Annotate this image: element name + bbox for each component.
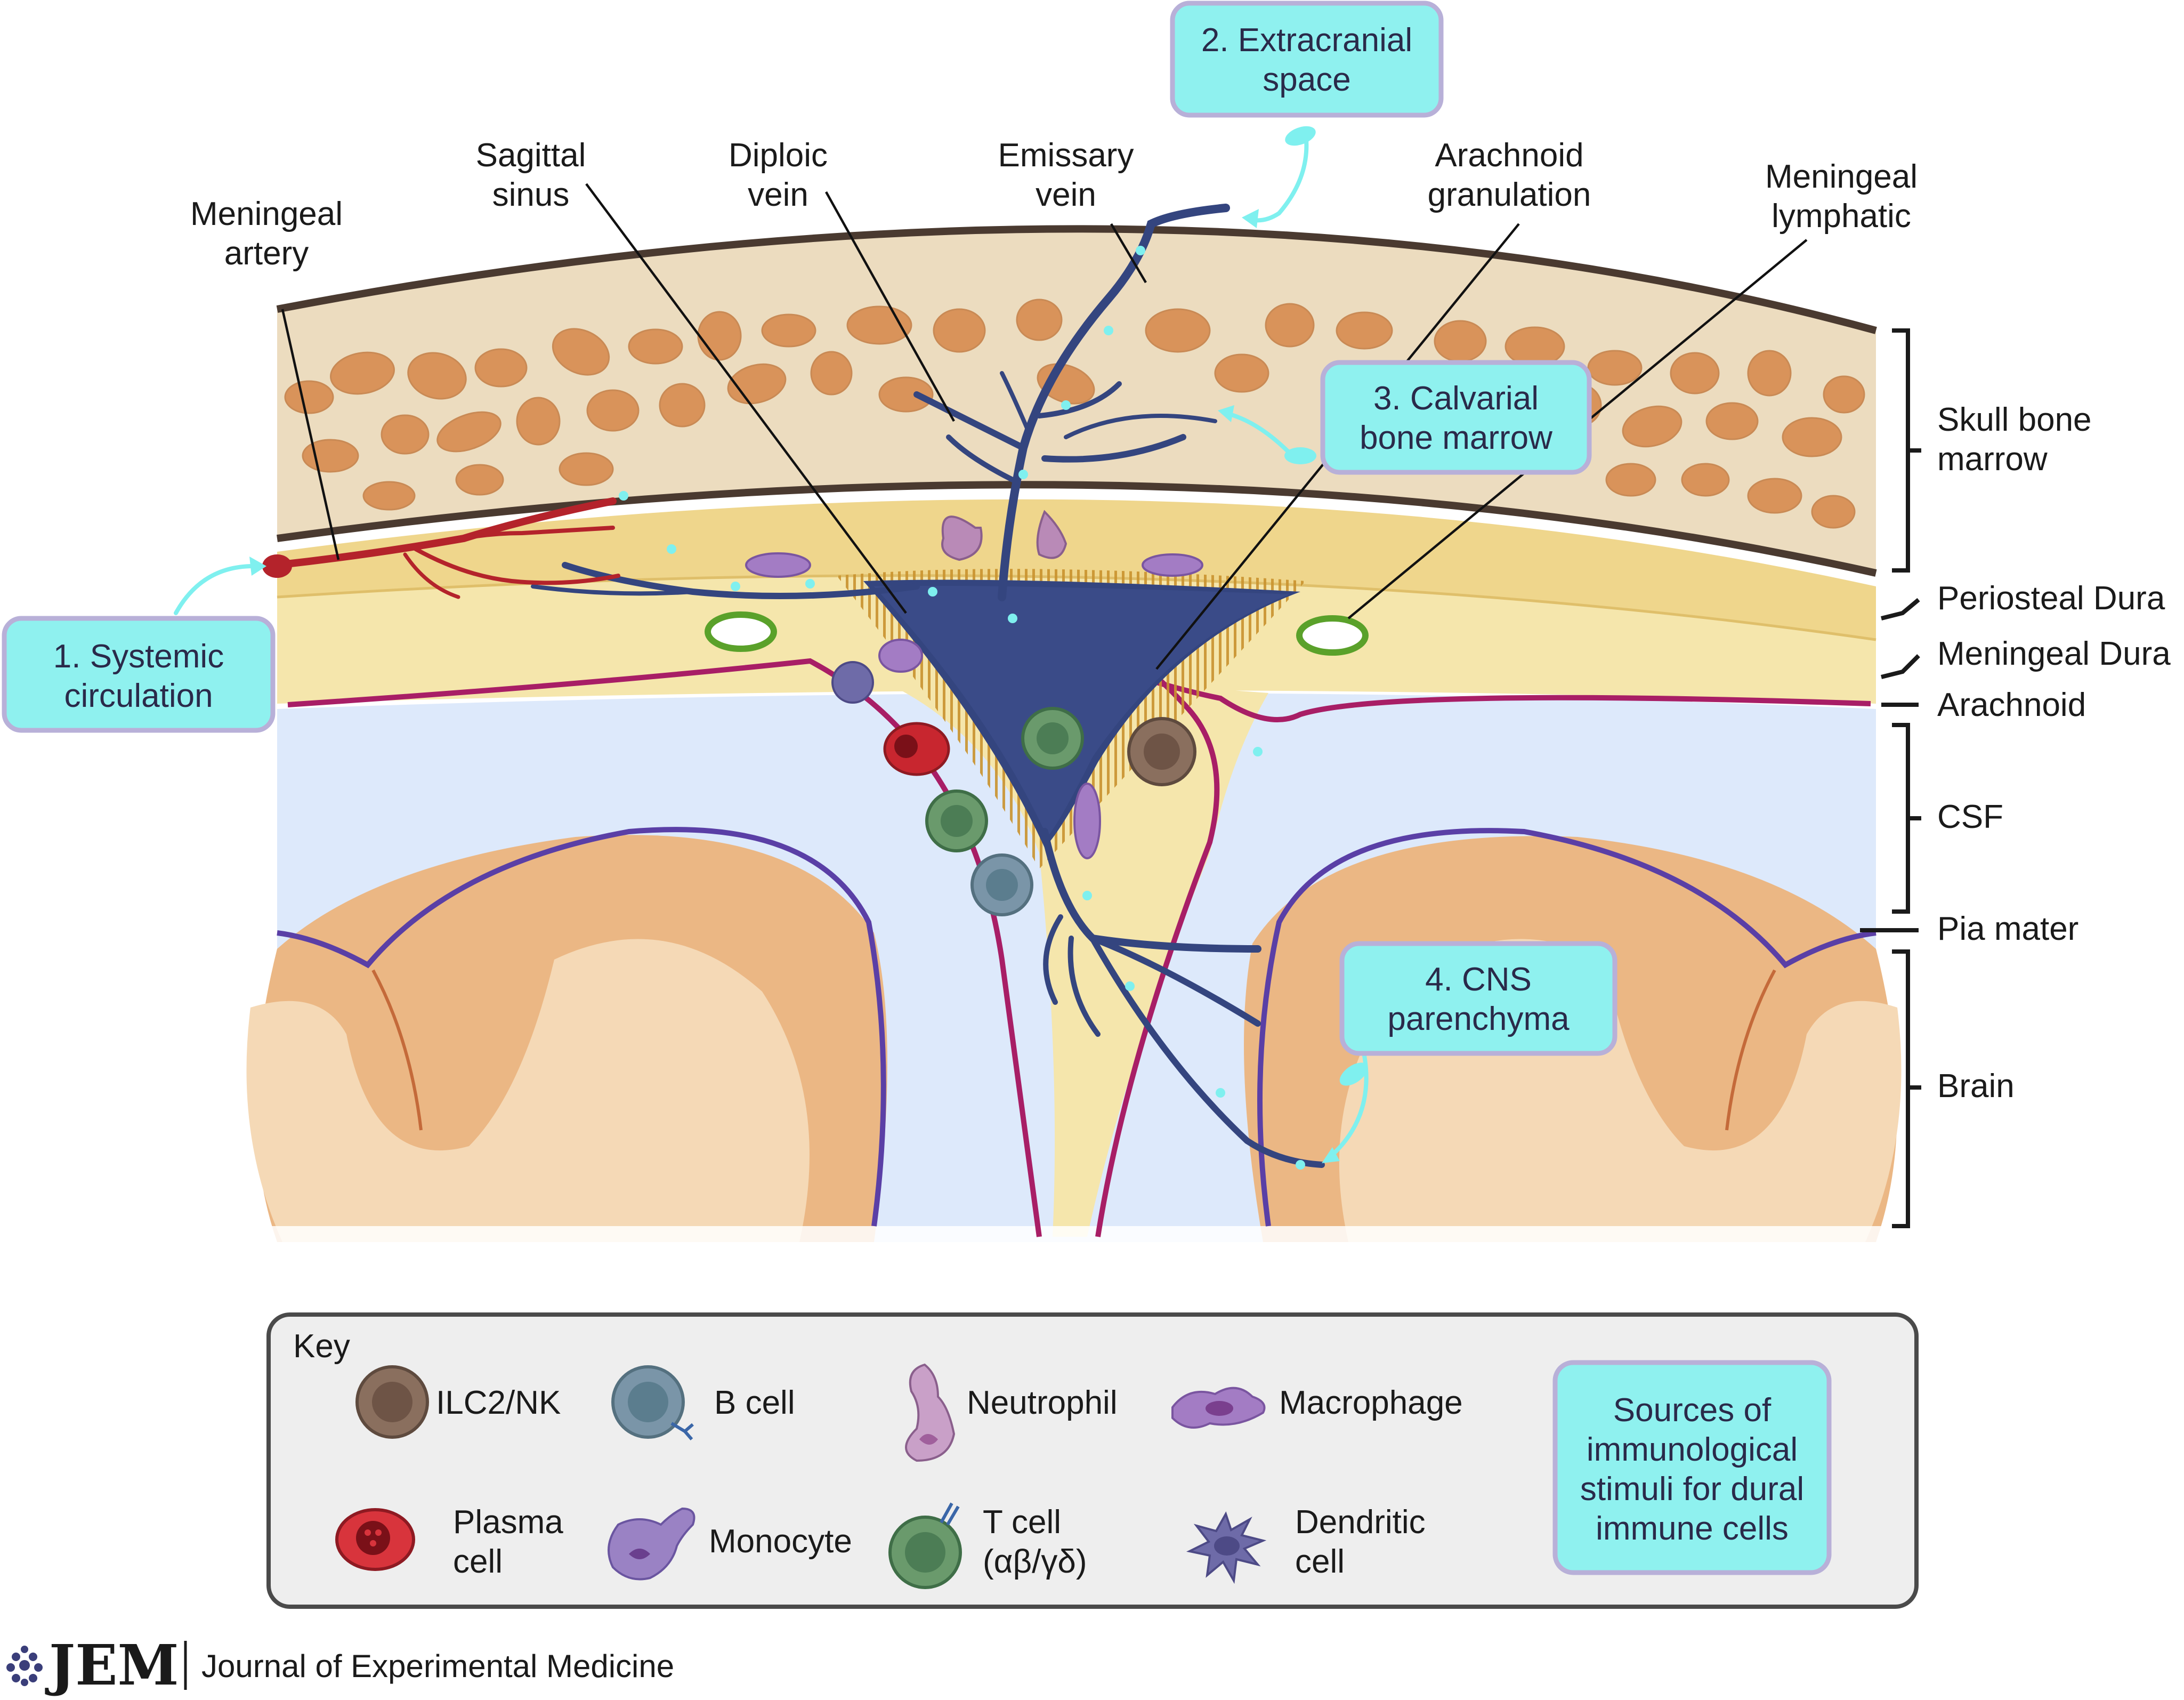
label-meningeal-artery-2: artery — [224, 235, 309, 272]
label-csf: CSF — [1937, 799, 2003, 835]
source-systemic-line2: circulation — [64, 678, 213, 714]
source-calvarial-bone-marrow: 3. Calvarial bone marrow — [1320, 360, 1592, 475]
key-plasma-icon — [335, 1508, 415, 1571]
meningeal-artery-end — [262, 554, 292, 578]
bone-marrow-cavities — [284, 299, 1865, 529]
key-panel: Key ILC2/NK B cell Neutrophil Macrophage — [266, 1312, 1919, 1609]
key-monocyte-label: Monocyte — [709, 1523, 852, 1560]
source-cns-line2: parenchyma — [1387, 1001, 1570, 1037]
source-cns-line1: 4. CNS — [1425, 961, 1532, 998]
anatomy-labels: Meningeal artery Sagittal sinus Diploic … — [190, 137, 1918, 272]
key-monocyte-icon — [608, 1507, 695, 1581]
key-bcell-icon — [611, 1365, 694, 1440]
key-sources-note: Sources of immunological stimuli for dur… — [1552, 1360, 1832, 1575]
label-meningeal-lymphatic-2: lymphatic — [1772, 198, 1911, 235]
label-meningeal-lymphatic-1: Meningeal — [1765, 158, 1918, 195]
key-plasma-label-1: Plasma — [453, 1504, 563, 1541]
source-calvarial-line2: bone marrow — [1360, 420, 1552, 456]
label-meningeal-dura: Meningeal Dura — [1937, 635, 2171, 672]
source-extracranial-space: 2. Extracranial space — [1170, 1, 1444, 118]
label-diploic-vein-2: vein — [748, 176, 808, 213]
vein-network — [531, 204, 1325, 1168]
meningeal-lymphatic-vessels — [705, 611, 1369, 656]
label-arachnoid-granulation-2: granulation — [1428, 176, 1591, 213]
layer-labels: Skull bone marrow Periosteal Dura Mening… — [1937, 401, 2171, 1105]
journal-name: Journal of Experimental Medicine — [201, 1648, 674, 1684]
layer-brackets — [1860, 328, 1921, 1228]
key-ilc2-icon — [355, 1365, 429, 1439]
key-dendritic-label-2: cell — [1295, 1543, 1345, 1580]
source-calvarial-line1: 3. Calvarial — [1373, 380, 1539, 417]
key-dendritic-icon — [1186, 1511, 1267, 1584]
key-tcell-icon — [888, 1502, 962, 1589]
label-arachnoid: Arachnoid — [1937, 687, 2086, 723]
key-neutrophil-label: Neutrophil — [967, 1384, 1118, 1421]
jem-footer: JEM Journal of Experimental Medicine — [6, 1632, 674, 1698]
key-bcell-label: B cell — [714, 1384, 795, 1421]
key-tcell-label-1: T cell — [983, 1504, 1061, 1541]
label-brain: Brain — [1937, 1068, 2015, 1105]
brain-left — [246, 835, 887, 1242]
key-sources-line3: stimuli for dural — [1580, 1471, 1804, 1508]
jem-logo-text: JEM — [45, 1632, 179, 1697]
label-pia-mater: Pia mater — [1937, 911, 2078, 947]
key-sources-line1: Sources of — [1613, 1392, 1772, 1429]
skull-bone — [276, 225, 1877, 577]
key-plasma-label-2: cell — [453, 1543, 503, 1580]
label-diploic-vein-1: Diploic — [729, 137, 828, 174]
source-systemic-line1: 1. Systemic — [53, 638, 224, 675]
source-arrowheads — [249, 126, 1368, 1163]
label-periosteal-dura: Periosteal Dura — [1937, 580, 2165, 617]
key-sources-line4: immune cells — [1596, 1510, 1789, 1547]
key-neutrophil-icon — [905, 1363, 956, 1462]
key-macrophage-label: Macrophage — [1279, 1384, 1463, 1421]
label-meningeal-artery-1: Meningeal — [190, 196, 343, 232]
label-arachnoid-granulation-1: Arachnoid — [1435, 137, 1583, 174]
figure-cells — [619, 246, 1305, 1170]
label-emissary-vein-2: vein — [1036, 176, 1096, 213]
label-sagittal-sinus-1: Sagittal — [476, 137, 586, 174]
source-cns-parenchyma: 4. CNS parenchyma — [1339, 941, 1617, 1056]
key-dendritic-label-1: Dendritic — [1295, 1504, 1426, 1541]
key-ilc2-label: ILC2/NK — [436, 1384, 561, 1421]
key-tcell-label-2: (αβ/γδ) — [983, 1543, 1087, 1580]
label-sagittal-sinus-2: sinus — [492, 176, 570, 213]
meningeal-artery — [273, 497, 620, 599]
label-emissary-vein-1: Emissary — [998, 137, 1134, 174]
jem-emblem-icon — [6, 1646, 43, 1686]
source-extracranial-line2: space — [1263, 61, 1350, 98]
label-skull-bone-marrow-1: Skull bone — [1937, 401, 2092, 438]
key-macrophage-icon — [1171, 1387, 1266, 1429]
pia-mater — [277, 827, 1876, 1227]
key-sources-line2: immunological — [1587, 1431, 1798, 1468]
label-skull-bone-marrow-2: marrow — [1937, 441, 2048, 478]
source-extracranial-line1: 2. Extracranial — [1201, 22, 1412, 59]
key-title: Key — [293, 1328, 350, 1365]
source-systemic-circulation: 1. Systemic circulation — [2, 616, 276, 733]
